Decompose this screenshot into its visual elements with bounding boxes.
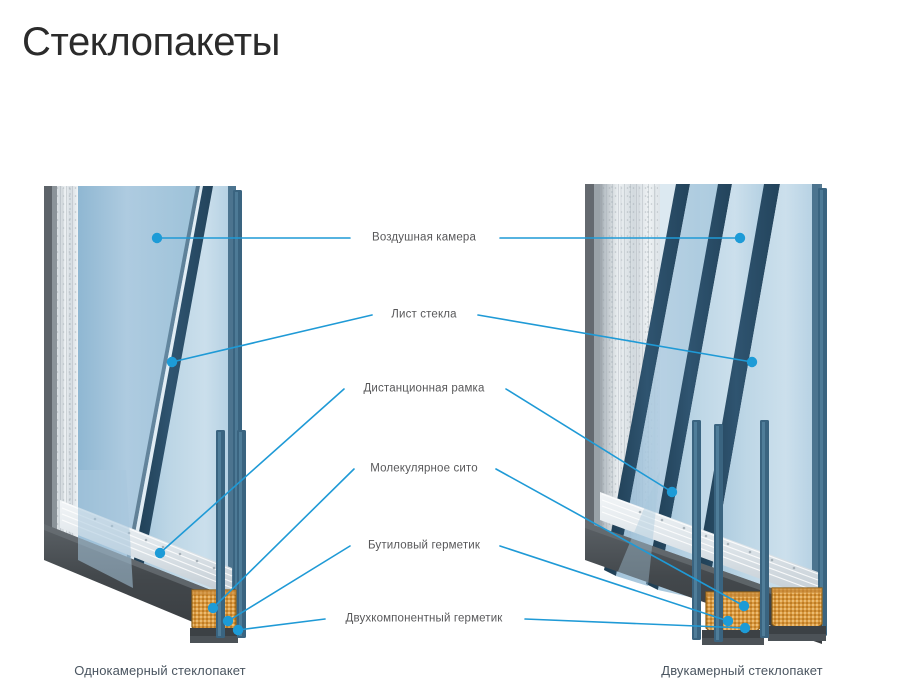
leader-line <box>477 314 753 363</box>
leader-dot <box>154 547 166 559</box>
leader-glass-sheet-1 <box>477 314 758 368</box>
leader-dot <box>746 356 758 368</box>
double-bottom-edges <box>692 420 769 642</box>
leader-line <box>227 545 351 622</box>
callout-label-spacer-frame: Дистанционная рамка <box>358 382 490 396</box>
leader-line <box>159 388 345 554</box>
unit-caption-double-chamber: Двукамерный стеклопакет <box>661 663 823 678</box>
callout-label-butyl-sealant: Бутиловый герметик <box>362 539 486 553</box>
leader-spacer-frame-1 <box>505 388 678 498</box>
leader-two-component-sealant-1 <box>524 618 751 634</box>
double-pane-right-edge <box>818 188 827 636</box>
callout-label-glass-sheet: Лист стекла <box>386 308 462 322</box>
leader-molecular-sieve-0 <box>207 468 355 614</box>
leader-line <box>524 618 746 629</box>
leader-line <box>171 314 373 363</box>
leader-dot <box>738 600 750 612</box>
leader-two-component-sealant-0 <box>232 618 326 636</box>
leader-glass-sheet-0 <box>166 314 373 368</box>
leader-dot <box>734 232 746 244</box>
double-air-chamber-1 <box>616 184 722 586</box>
leader-line <box>499 545 729 622</box>
callout-leader-lines <box>151 232 758 636</box>
leader-air-chamber-1 <box>499 232 746 244</box>
leader-dot <box>666 486 678 498</box>
leader-air-chamber-0 <box>151 232 351 244</box>
leader-line <box>237 618 326 631</box>
single-bottom-assembly <box>44 470 238 643</box>
unit-caption-single-chamber: Однокамерный стеклопакет <box>74 663 246 678</box>
leader-line <box>212 468 355 609</box>
leader-dot <box>207 602 219 614</box>
leader-molecular-sieve-1 <box>495 468 750 612</box>
double-air-chamber-2 <box>658 184 768 598</box>
leader-dot <box>151 232 163 244</box>
page-title: Стеклопакеты <box>22 20 281 64</box>
callout-label-two-component-sealant: Двухкомпонентный герметик <box>340 612 508 626</box>
leader-dot <box>166 356 178 368</box>
leader-butyl-sealant-1 <box>499 545 734 627</box>
leader-dot <box>222 615 234 627</box>
leader-butyl-sealant-0 <box>222 545 351 627</box>
callout-label-air-chamber: Воздушная камера <box>367 231 481 245</box>
callout-label-molecular-sieve: Молекулярное сито <box>365 462 483 476</box>
leader-dot <box>232 624 244 636</box>
unit-single-chamber <box>44 186 246 643</box>
leader-line <box>495 468 745 607</box>
single-side-frame <box>44 186 78 560</box>
leader-dot <box>739 622 751 634</box>
leader-spacer-frame-0 <box>154 388 345 559</box>
leader-dot <box>722 615 734 627</box>
unit-double-chamber <box>585 184 827 645</box>
leader-line <box>505 388 673 493</box>
